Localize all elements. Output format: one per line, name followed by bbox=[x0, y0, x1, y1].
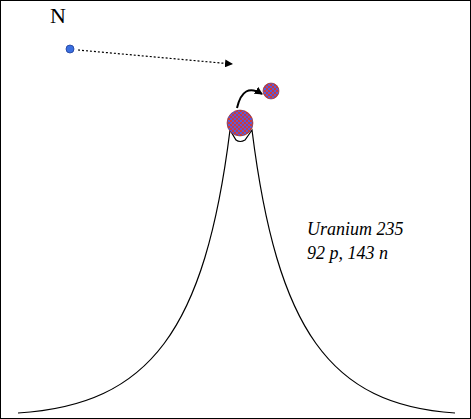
escape-arrow bbox=[237, 90, 262, 108]
potential-curve bbox=[18, 130, 455, 413]
neutron-path bbox=[78, 50, 232, 64]
nucleus-composition: 92 p, 143 n bbox=[307, 244, 388, 264]
nucleus bbox=[227, 110, 253, 136]
neutron-dot bbox=[66, 45, 74, 53]
particle-label: N bbox=[50, 4, 66, 28]
fragment bbox=[263, 83, 279, 99]
nucleus-name: Uranium 235 bbox=[307, 220, 404, 240]
